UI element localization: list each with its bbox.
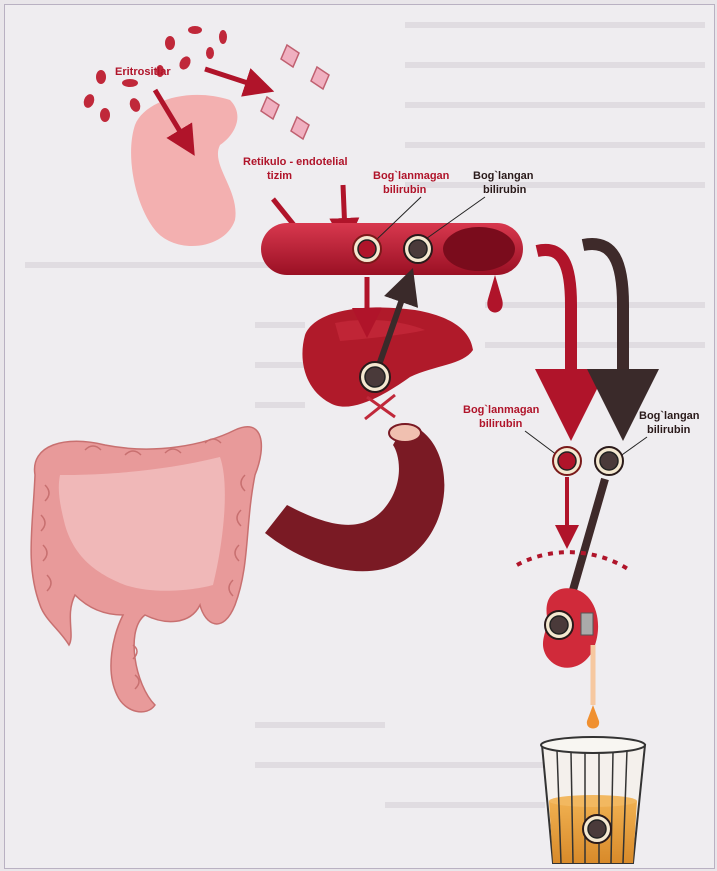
leader-unconjugated-right — [525, 431, 557, 455]
arrow-conjugated-down — [571, 479, 605, 597]
unconjugated-bilirubin-right — [553, 447, 581, 475]
arrow-to-reticulocytes — [205, 69, 260, 87]
conjugated-bilirubin-vessel — [404, 235, 432, 263]
duodenum — [265, 423, 444, 571]
spleen — [131, 95, 237, 246]
kidney-pelvis — [581, 613, 593, 635]
unconjugated-right-label-line1: Bog`lanmagan — [463, 404, 540, 416]
conjugated-bilirubin-kidney — [545, 611, 573, 639]
erythrocytes-label: Eritrositlar — [115, 66, 171, 78]
urine-beaker — [541, 737, 645, 863]
arrow-unconjugated-to-kidney — [537, 250, 571, 405]
blocked-bile-duct-cross — [365, 395, 395, 419]
conjugated-right-label-line1: Bog`langan — [639, 410, 700, 422]
conjugated-top-label-line2: bilirubin — [483, 184, 527, 196]
unconjugated-top-label-line1: Bog`lanmagan — [373, 170, 450, 182]
reticulocyte-cells — [261, 45, 329, 139]
conjugated-top-label-line1: Bog`langan — [473, 170, 534, 182]
kidney-filtration-barrier — [517, 552, 631, 571]
conjugated-bilirubin-liver — [360, 362, 390, 392]
conjugated-bilirubin-right — [595, 447, 623, 475]
diagram-frame: Eritrositlar Retikulo - endotelial tizim… — [4, 4, 715, 869]
vessel-end — [443, 227, 515, 271]
leader-conjugated-right — [619, 437, 647, 457]
large-intestine — [31, 427, 261, 712]
duodenum-opening — [389, 424, 421, 442]
res-label-line1: Retikulo - endotelial — [243, 156, 348, 168]
bilirubin-metabolism-diagram: Eritrositlar Retikulo - endotelial tizim… — [5, 5, 714, 868]
conjugated-right-label-line2: bilirubin — [647, 424, 691, 436]
unconjugated-bilirubin-vessel — [353, 235, 381, 263]
urine-drop — [587, 705, 599, 729]
blood-drop — [487, 275, 502, 313]
unconjugated-right-label-line2: bilirubin — [479, 418, 523, 430]
arrow-conjugated-to-kidney — [583, 244, 623, 405]
res-label-line2: tizim — [267, 170, 292, 182]
conjugated-bilirubin-urine — [583, 815, 611, 843]
unconjugated-top-label-line2: bilirubin — [383, 184, 427, 196]
